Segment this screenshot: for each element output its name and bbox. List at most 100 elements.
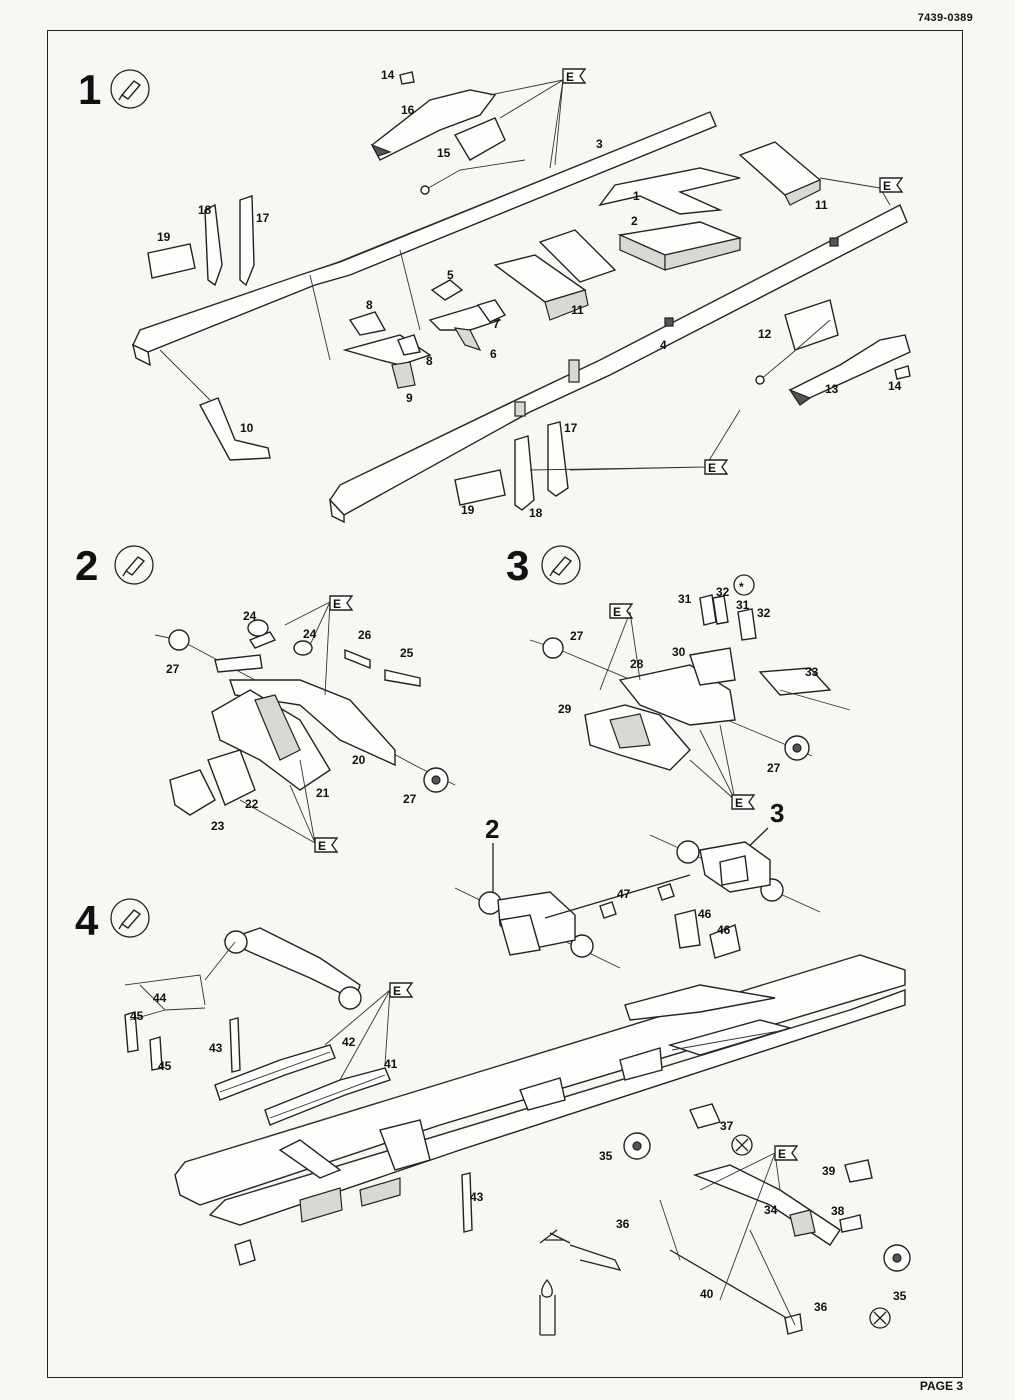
part-number: 45 xyxy=(130,1009,144,1023)
svg-text:E: E xyxy=(883,179,891,193)
part-number: 16 xyxy=(401,103,415,117)
e-flag-icon: E xyxy=(562,68,587,84)
glue-tube-icon xyxy=(114,545,154,585)
e-flag-icon: E xyxy=(389,982,414,998)
part-number: 23 xyxy=(211,819,225,833)
step-1-diagram: E E E 14 16 15 3 1 2 11 18 17 19 5 8 7 6… xyxy=(131,68,911,524)
step-number: 4 xyxy=(75,897,99,944)
part-number: 13 xyxy=(825,382,839,396)
part-number: 39 xyxy=(822,1164,836,1178)
part-number: 41 xyxy=(384,1057,398,1071)
part-number: 27 xyxy=(767,761,781,775)
part-number: 19 xyxy=(157,230,171,244)
part-number: 46 xyxy=(717,923,731,937)
svg-text:E: E xyxy=(778,1147,786,1161)
part-number: 11 xyxy=(571,303,584,317)
part-number: 36 xyxy=(814,1300,828,1314)
e-flag-icon: E xyxy=(609,603,634,619)
part-number: 40 xyxy=(700,1287,714,1301)
drill-hole-icon xyxy=(869,1307,891,1329)
step-number: 2 xyxy=(75,542,98,589)
drill-hole-icon xyxy=(731,1134,753,1156)
part-number: 32 xyxy=(716,585,730,599)
assembly-ref-2: 2 xyxy=(485,814,499,844)
part-number: 42 xyxy=(342,1035,356,1049)
part-number: 43 xyxy=(209,1041,223,1055)
part-number: 19 xyxy=(461,503,475,517)
e-flag-icon: E xyxy=(731,794,756,810)
part-number: 14 xyxy=(381,68,395,82)
document-code: 7439-0389 xyxy=(917,12,973,24)
instruction-frame xyxy=(47,30,963,1378)
step-3-header: 3 xyxy=(506,542,581,589)
step-number: 3 xyxy=(506,542,529,589)
svg-text:E: E xyxy=(566,70,574,84)
part-number: 12 xyxy=(758,327,772,341)
page-number: PAGE 3 xyxy=(919,1379,963,1393)
glue-tube-icon xyxy=(110,69,150,109)
part-number: 22 xyxy=(245,797,259,811)
part-number: 21 xyxy=(316,786,330,800)
part-number: 43 xyxy=(470,1190,484,1204)
part-number: 6 xyxy=(490,347,497,361)
step-number: 1 xyxy=(78,66,101,113)
step-4-header: 4 xyxy=(75,897,150,944)
svg-text:E: E xyxy=(333,597,341,611)
step-1-header: 1 xyxy=(78,66,150,113)
part-number: 44 xyxy=(153,991,167,1005)
svg-text:E: E xyxy=(318,839,326,853)
step-2-header: 2 xyxy=(75,542,154,589)
part-number: 7 xyxy=(493,317,500,331)
part-number: 27 xyxy=(403,792,417,806)
part-number: 8 xyxy=(426,354,433,368)
part-number: 34 xyxy=(764,1203,778,1217)
part-number: 17 xyxy=(564,421,578,435)
part-number: 18 xyxy=(529,506,543,520)
part-number: 45 xyxy=(158,1059,172,1073)
part-number: 31 xyxy=(678,592,692,606)
part-number: 17 xyxy=(256,211,270,225)
part-number: 15 xyxy=(437,146,451,160)
part-number: 24 xyxy=(243,609,257,623)
assembly-ref-3: 3 xyxy=(770,798,784,828)
part-number: 27 xyxy=(570,629,584,643)
part-number: 36 xyxy=(616,1217,630,1231)
part-number: 25 xyxy=(400,646,414,660)
part-number: 38 xyxy=(831,1204,845,1218)
part-number: 4 xyxy=(660,338,667,352)
part-number: 14 xyxy=(888,379,902,393)
part-number: 35 xyxy=(599,1149,613,1163)
part-number: 2 xyxy=(631,214,638,228)
part-number: 1 xyxy=(633,189,640,203)
svg-text:*: * xyxy=(739,580,744,594)
e-flag-icon: E xyxy=(774,1145,799,1161)
part-number: 11 xyxy=(815,198,828,212)
glue-tube-icon xyxy=(110,898,150,938)
e-flag-icon: E xyxy=(704,459,729,475)
part-number: 29 xyxy=(558,702,572,716)
step-4-diagram: 2 3 xyxy=(124,798,911,1336)
part-number: 37 xyxy=(720,1119,734,1133)
sand-icon: * xyxy=(733,574,755,596)
part-number: 27 xyxy=(166,662,180,676)
part-number: 30 xyxy=(672,645,686,659)
part-number: 3 xyxy=(596,137,603,151)
part-number: 18 xyxy=(198,203,212,217)
e-flag-icon: E xyxy=(879,177,904,193)
part-number: 35 xyxy=(893,1289,907,1303)
part-number: 24 xyxy=(303,627,317,641)
svg-text:E: E xyxy=(393,984,401,998)
e-flag-icon: E xyxy=(329,595,354,611)
part-number: 9 xyxy=(406,391,413,405)
step-3-diagram: * E E 31 32 31 32 27 30 28 33 29 27 xyxy=(529,574,851,810)
e-flag-icon: E xyxy=(314,837,339,853)
part-number: 31 xyxy=(736,598,750,612)
part-number: 33 xyxy=(805,665,819,679)
svg-text:E: E xyxy=(613,605,621,619)
part-number: 8 xyxy=(366,298,373,312)
part-number: 28 xyxy=(630,657,644,671)
part-number: 47 xyxy=(617,887,631,901)
svg-text:E: E xyxy=(735,796,743,810)
part-number: 10 xyxy=(240,421,254,435)
